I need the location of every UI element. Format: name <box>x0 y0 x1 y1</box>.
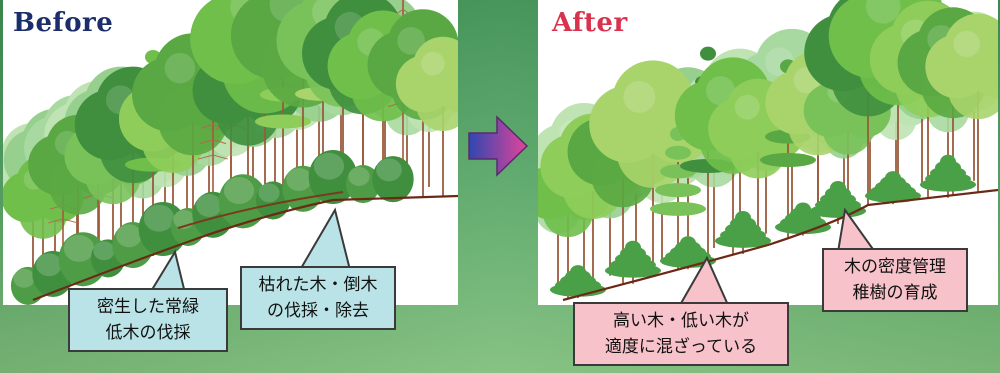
callout-line: 適度に混ざっている <box>604 337 758 357</box>
before-fallen-log <box>177 191 344 229</box>
young-tree <box>605 240 661 284</box>
pointer-mixed-heights <box>678 255 730 306</box>
tree <box>650 127 706 270</box>
callout-dead-trees: 枯れた木・倒木 の伐採・除去 <box>240 266 396 330</box>
callout-line: 稚樹の育成 <box>852 283 938 303</box>
before-ground-line <box>32 194 458 302</box>
callout-density-management: 木の密度管理 稚樹の育成 <box>822 248 968 312</box>
callout-dense-shrubs: 密生した常緑 低木の伐採 <box>68 288 228 352</box>
tree <box>925 13 998 193</box>
dense-shrub <box>255 181 291 220</box>
after-title: After <box>552 8 628 38</box>
callout-line: 密生した常緑 <box>97 297 199 317</box>
pointer-dead-trees <box>298 207 352 271</box>
young-tree <box>920 154 976 198</box>
dense-shrub <box>308 150 358 204</box>
young-tree <box>715 210 771 254</box>
young-tree <box>775 202 831 236</box>
callout-line: 高い木・低い木が <box>613 311 749 331</box>
dense-shrub <box>218 174 268 229</box>
dense-shrub <box>345 165 381 204</box>
before-panel: Before <box>3 0 458 305</box>
callout-line: 木の密度管理 <box>844 257 946 277</box>
pointer-dense-shrubs <box>148 249 187 294</box>
after-forest-illustration <box>538 0 998 302</box>
tree <box>395 36 458 197</box>
callout-line: の伐採・除去 <box>267 301 369 321</box>
dense-shrub <box>372 156 414 203</box>
before-forest-illustration <box>3 0 458 305</box>
young-tree <box>810 181 866 224</box>
dense-shrub <box>58 232 108 287</box>
right-arrow-icon <box>468 115 529 177</box>
young-tree <box>660 236 716 270</box>
callout-mixed-heights: 高い木・低い木が 適度に混ざっている <box>573 302 789 366</box>
young-tree <box>865 171 921 205</box>
callout-line: 枯れた木・倒木 <box>258 275 378 295</box>
callout-line: 低木の伐採 <box>105 323 191 343</box>
pointer-density-management <box>836 207 877 253</box>
before-title: Before <box>13 8 114 38</box>
